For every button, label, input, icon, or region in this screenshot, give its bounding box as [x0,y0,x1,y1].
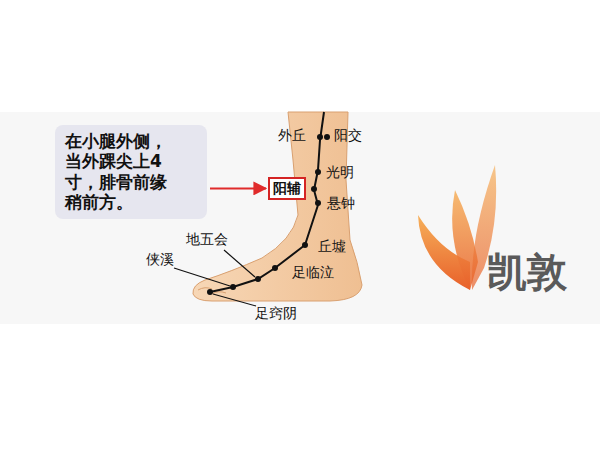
acupoint-label: 足临泣 [292,264,334,281]
acupoint-label: 地五会 [186,231,228,248]
callout-box: 在小腿外侧， 当外踝尖上4 寸，腓骨前缘 稍前方。 [55,125,207,219]
watermark: 凯敦 [487,248,567,296]
pointer-arrow [210,187,266,189]
acupoint-label: 外丘 [278,127,306,144]
acupoint-label: 阳交 [334,127,362,144]
highlight-box: 阳辅 [268,177,306,200]
node-text: 阳辅 [273,180,301,197]
node-text: 在小腿外侧， 当外踝尖上4 寸，腓骨前缘 稍前方。 [65,131,197,213]
ground-band [0,112,600,324]
acupoint-label: 悬钟 [327,195,355,212]
acupoint-label: 丘墟 [318,238,346,255]
leg-foot [193,112,362,301]
logo-flame [418,165,496,290]
acupoint-label: 足窍阴 [255,305,297,322]
acupoint-label: 侠溪 [146,251,174,268]
leader-lines [174,250,256,306]
acupoint-label: 光明 [326,164,354,181]
